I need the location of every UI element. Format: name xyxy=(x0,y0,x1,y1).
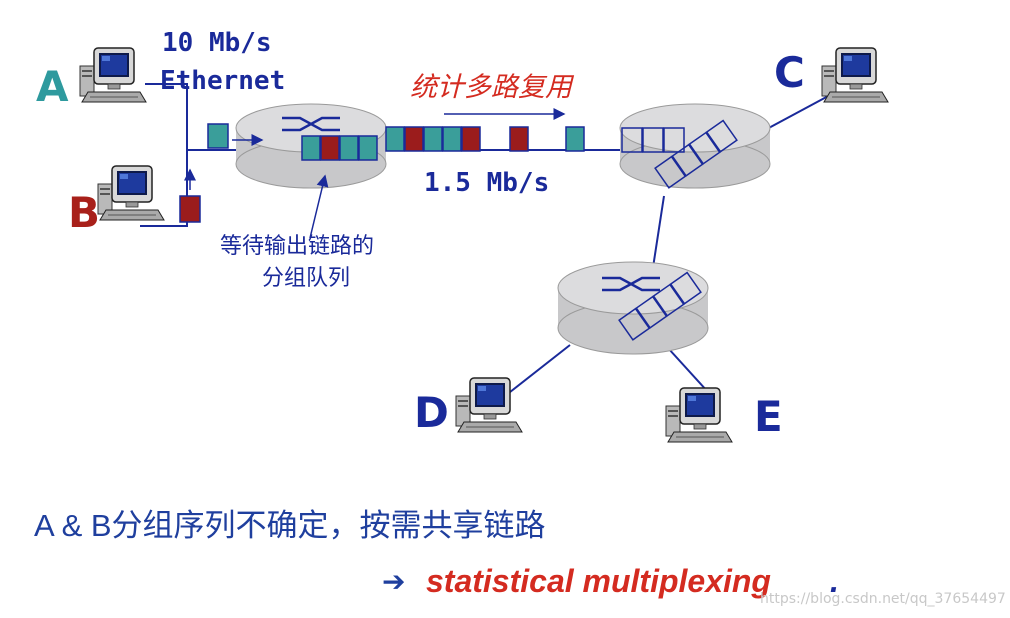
trunk-rate-label: 1.5 Mb/s xyxy=(424,168,550,198)
node-b-label: B xyxy=(68,188,101,237)
node-d-label: D xyxy=(414,388,449,437)
link-d xyxy=(504,344,571,397)
statistical-multiplexing-label: statistical multiplexing xyxy=(426,563,771,599)
buffer-router-2 xyxy=(621,119,738,189)
computer-b-icon xyxy=(97,165,165,221)
watermark: https://blog.csdn.net/qq_37654497 xyxy=(760,591,1006,607)
queue-router-1 xyxy=(301,135,378,161)
computer-c-icon xyxy=(821,47,889,103)
caption-trailing-period: . xyxy=(830,563,839,599)
computer-d-icon xyxy=(455,377,523,433)
node-e-label: E xyxy=(754,392,783,441)
link-a xyxy=(145,83,240,151)
access-type-label: Ethernet xyxy=(160,66,286,96)
router-3 xyxy=(557,261,709,355)
node-c-label: C xyxy=(774,48,805,97)
node-a-label: A xyxy=(36,62,69,111)
packets-on-trunk xyxy=(385,126,585,152)
multiplexing-annotation: 统计多路复用 xyxy=(410,72,572,103)
access-rate-label: 10 Mb/s xyxy=(162,28,272,58)
packet-from-b xyxy=(179,195,201,223)
packet-from-a xyxy=(207,123,229,149)
queue-annotation-line2: 分组队列 xyxy=(262,266,351,291)
link-e xyxy=(667,347,709,393)
link-router2 xyxy=(651,195,665,275)
caption-text: A & B分组序列不确定，按需共享链路 xyxy=(34,508,546,543)
queue-annotation-line1: 等待输出链路的 xyxy=(220,234,375,259)
computer-e-icon xyxy=(665,387,733,443)
caption-arrow-icon: ➔ xyxy=(382,565,406,598)
link-c xyxy=(764,93,833,131)
buffer-router-3 xyxy=(618,271,702,341)
computer-a-icon xyxy=(79,47,147,103)
